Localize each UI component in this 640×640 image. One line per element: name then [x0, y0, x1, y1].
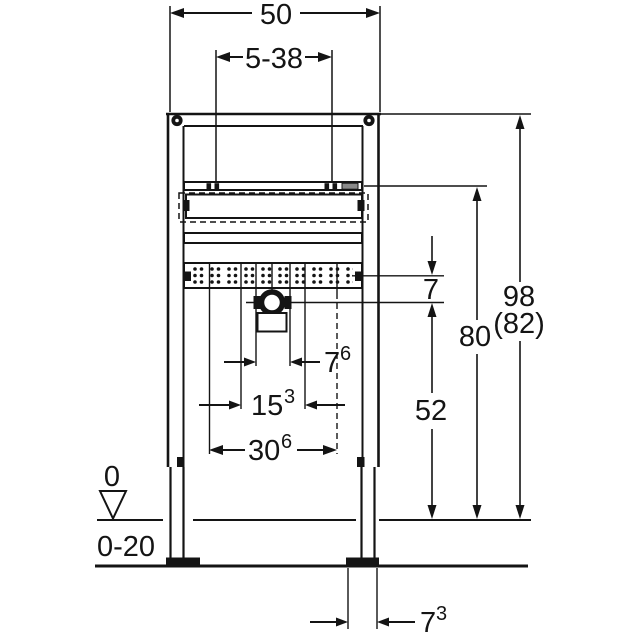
- arrowhead-right-icon: [336, 617, 348, 627]
- floor-zero-label: 0: [104, 461, 120, 493]
- drain-outlet-box: [256, 312, 288, 333]
- right-vertical-dimensions: 7 52 80 98 (82): [364, 113, 545, 519]
- bracket-tab-right: [357, 200, 365, 211]
- cross-member: [183, 232, 363, 244]
- dimension-leg-spacing: 30 6: [209, 431, 337, 467]
- dim-15-3-sup: 3: [284, 386, 295, 408]
- dimension-foot-width: 7 3: [310, 568, 447, 639]
- dim-30-6-sup: 6: [281, 431, 292, 453]
- concealed-bracket-box: [178, 192, 369, 244]
- leg-lock-right: [357, 457, 365, 467]
- fixing-bolt-mark: [324, 183, 330, 190]
- arrowhead-down-icon: [515, 505, 525, 519]
- fixing-bolt-mark: [206, 183, 212, 190]
- dimension-rail-height: 80: [459, 187, 491, 519]
- leg-lock-left: [177, 457, 185, 467]
- arrowhead-right-icon: [318, 52, 332, 62]
- dim-7-6-sup: 6: [340, 343, 351, 365]
- floor-levels: 0 0-20: [95, 461, 531, 568]
- dim-80-label: 80: [459, 321, 491, 353]
- drain-clamp-right: [284, 296, 292, 309]
- drain-socket-ring: [258, 289, 286, 316]
- foot-plate-right: [346, 557, 379, 566]
- arrowhead-left-icon: [290, 357, 302, 367]
- fixing-bolt-mark: [332, 183, 338, 190]
- arrowhead-up-icon: [427, 303, 437, 317]
- arrowhead-right-icon: [244, 357, 256, 367]
- arrowhead-left-icon: [216, 52, 230, 62]
- rail-body: [183, 181, 363, 191]
- dim-7-3-base: 7: [420, 607, 436, 639]
- arrowhead-up-icon: [472, 187, 482, 201]
- drain-clamp-left: [253, 296, 261, 309]
- dimension-adjustment-range: 5-38: [215, 43, 333, 181]
- arrowhead-down-icon: [427, 505, 437, 519]
- arrowhead-down-icon: [427, 261, 437, 275]
- dimension-total-height: 98 (82): [493, 115, 545, 519]
- dashed-outline: [178, 192, 369, 223]
- bracket-tab-left: [182, 200, 190, 211]
- level-datum-icon: [98, 490, 128, 521]
- fixing-bolt-mark: [214, 183, 220, 190]
- dim-98-label: 98: [503, 281, 535, 313]
- bracket-body: [185, 193, 363, 219]
- dim-7-3-sup: 3: [436, 603, 447, 625]
- fixing-hole-left-center: [175, 118, 179, 123]
- plate-anchor-left: [184, 271, 191, 281]
- dimension-drain-width: 7 6: [224, 343, 351, 379]
- arrowhead-down-icon: [472, 505, 482, 519]
- dim-5-38-label: 5-38: [245, 43, 303, 75]
- dimension-supply-spacing: 15 3: [199, 386, 345, 422]
- washbasin-fixing-rail: [183, 181, 363, 191]
- arrowhead-right-icon: [229, 400, 241, 410]
- dimension-frame-width: 50: [169, 0, 381, 112]
- slider-block: [341, 182, 359, 190]
- arrowhead-up-icon: [515, 115, 525, 129]
- dim-7-label: 7: [423, 274, 439, 306]
- arrowhead-left-icon: [377, 617, 389, 627]
- arrowhead-left-icon: [209, 445, 223, 455]
- foot-plate-left: [166, 557, 200, 566]
- dim-82-label: (82): [493, 308, 545, 340]
- frame-legs: [166, 457, 379, 566]
- dim-7-6-base: 7: [324, 347, 340, 379]
- arrowhead-right-icon: [323, 445, 337, 455]
- fixing-hole-right-center: [367, 118, 371, 123]
- dimension-trap-offset-and-height: 7 52: [415, 236, 447, 519]
- arrowhead-left-icon: [170, 8, 184, 18]
- arrowhead-left-icon: [305, 400, 317, 410]
- floor-range-label: 0-20: [97, 531, 155, 563]
- dim-30-6-base: 30: [248, 435, 280, 467]
- drain-connection: [246, 275, 444, 333]
- dim-15-3-base: 15: [251, 390, 283, 422]
- dim-52-label: 52: [415, 395, 447, 427]
- dim-50-label: 50: [260, 0, 292, 31]
- arrowhead-right-icon: [366, 8, 380, 18]
- perforated-mounting-plate: [183, 262, 363, 289]
